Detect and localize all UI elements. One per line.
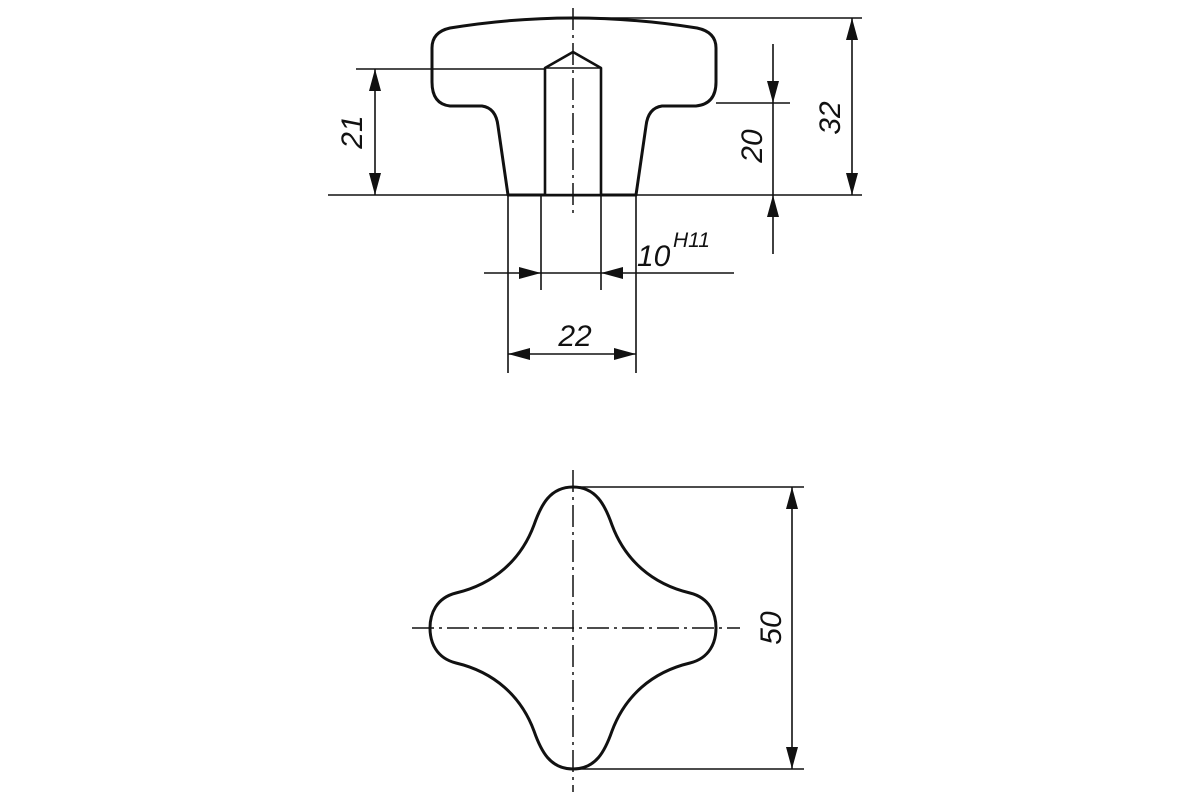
top-view: 50 xyxy=(412,470,804,792)
dim-50-label: 50 xyxy=(755,611,788,645)
dim-10-tolerance-label: H11 xyxy=(673,229,710,252)
dim-20-label: 20 xyxy=(736,129,769,164)
dim-bore-depth: 20 xyxy=(736,44,779,254)
dim-height-total: 32 xyxy=(814,18,858,195)
dim-32-label: 32 xyxy=(814,101,847,135)
dim-10-label: 10 xyxy=(637,240,671,273)
dim-22-label: 22 xyxy=(557,320,592,353)
dim-hub-diameter: 22 xyxy=(508,320,636,360)
dim-height-hub: 21 xyxy=(336,69,381,195)
dim-bore-diameter: 10 H11 xyxy=(484,229,734,279)
dim-overall-diameter: 50 xyxy=(573,486,804,770)
knob-section-body xyxy=(430,16,718,197)
dim-21-label: 21 xyxy=(336,115,369,149)
section-view: 32 21 20 10 H11 xyxy=(328,8,862,373)
